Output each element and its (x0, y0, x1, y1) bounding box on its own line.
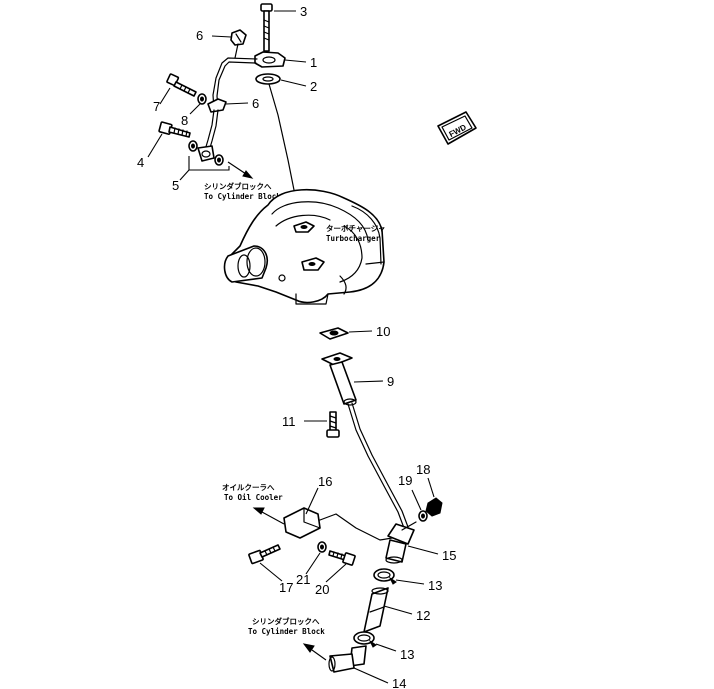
washer-5-left (188, 140, 198, 152)
note-cooler-en: To Oil Cooler (224, 493, 283, 502)
callout-16: 16 (318, 474, 332, 489)
bolt-11 (326, 411, 340, 438)
elbow-15 (385, 521, 417, 564)
callout-19: 19 (398, 473, 412, 488)
callout-6-lower: 6 (252, 96, 259, 111)
return-pipe-9 (321, 352, 357, 406)
callout-6-top: 6 (196, 28, 203, 43)
callout-11: 11 (282, 414, 296, 429)
gasket-10 (319, 327, 349, 340)
callout-2: 2 (310, 79, 317, 94)
nut-18 (425, 497, 443, 517)
banjo-fitting-1 (254, 51, 286, 68)
callout-18: 18 (416, 462, 430, 477)
note-turbo-jp: ターボチャージャ (326, 223, 385, 233)
note-block-top-jp: シリンダブロックへ (204, 181, 272, 191)
callout-8: 8 (181, 113, 188, 128)
washer-19 (418, 510, 428, 522)
bolt-17 (248, 544, 281, 565)
turbocharger (223, 189, 385, 305)
callout-9: 9 (387, 374, 394, 389)
washer-8 (197, 93, 207, 105)
flow-arrow-to-block-bottom (302, 643, 327, 661)
upper-oil-pipe (212, 43, 258, 111)
bolt-3 (260, 3, 273, 52)
note-turbo-en: Turbocharger (326, 234, 381, 243)
bracket-16 (283, 507, 393, 541)
hose-clamp-13-upper (373, 568, 397, 585)
elbow-pipe-14 (328, 645, 367, 673)
callout-1: 1 (310, 55, 317, 70)
callout-4: 4 (137, 155, 144, 170)
callout-10: 10 (376, 324, 390, 339)
callout-13-upper: 13 (428, 578, 442, 593)
hose-clamp-13-lower (353, 631, 377, 648)
note-block-bottom-jp: シリンダブロックへ (252, 616, 320, 626)
bolt-7 (166, 73, 197, 97)
eye-fitting (197, 145, 215, 162)
hose-12 (363, 587, 389, 633)
callout-14: 14 (392, 676, 406, 689)
note-block-top-en: To Cylinder Block (204, 192, 281, 201)
clip-6-top (230, 29, 247, 46)
washer-21 (317, 541, 327, 553)
return-tube (347, 402, 409, 529)
callout-21: 21 (296, 572, 310, 587)
callout-13-lower: 13 (400, 647, 414, 662)
callout-20: 20 (315, 582, 329, 597)
washer-5-right (214, 154, 224, 166)
note-block-bottom-en: To Cylinder Block (248, 627, 325, 636)
gasket-2 (255, 73, 281, 85)
callout-5: 5 (172, 178, 179, 193)
flow-arrow-to-block-top (227, 161, 254, 179)
note-cooler-jp: オイルクーラへ (222, 482, 275, 492)
callout-7: 7 (153, 99, 160, 114)
clip-6-lower (207, 98, 227, 113)
callout-12: 12 (416, 608, 430, 623)
callout-15: 15 (442, 548, 456, 563)
callout-3: 3 (300, 4, 307, 19)
fwd-direction-symbol: FWD (437, 111, 477, 145)
bolt-4 (158, 121, 191, 138)
flow-arrow-to-oil-cooler (252, 507, 285, 525)
lower-feed-pipe (204, 109, 219, 152)
bolt-20 (328, 550, 356, 566)
callout-17: 17 (279, 580, 293, 595)
